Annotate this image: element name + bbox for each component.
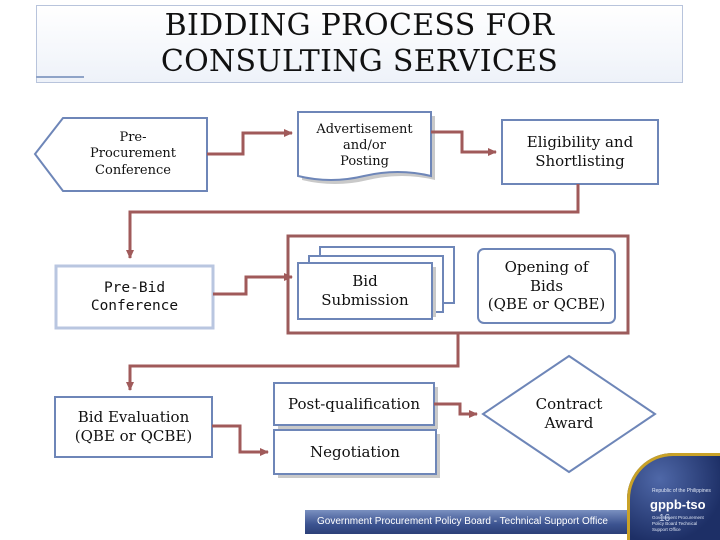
logo-subtext: Government Procurement Policy Board Tech… — [652, 515, 704, 532]
connector-postqual-to-award — [434, 402, 478, 418]
logo-ring — [627, 453, 720, 540]
opening-of-bids-label: Opening of Bids (QBE or QCBE) — [487, 257, 606, 314]
footer-bar: Government Procurement Policy Board - Te… — [305, 510, 635, 534]
connector-preproc-to-advert — [207, 129, 293, 156]
connector-prebid-to-submission — [213, 273, 293, 296]
page-number: 16 — [659, 513, 671, 524]
opening-of-bids-shape — [477, 248, 616, 324]
contract-award-label: Contract Award — [535, 395, 603, 432]
logo-top-text: Republic of the Philippines — [652, 488, 711, 494]
title-line-1: BIDDING PROCESS FOR — [164, 8, 555, 43]
connector-advert-to-eligibility — [431, 130, 497, 156]
pre-procurement-shape — [33, 117, 208, 192]
connector-eligibility-to-prebid — [126, 184, 580, 259]
bid-submission-shape — [297, 262, 433, 320]
pre-bid-shape — [54, 264, 215, 330]
title-banner — [36, 5, 683, 83]
negotiation-label: Negotiation — [310, 442, 400, 461]
bid-evaluation-label: Bid Evaluation (QBE or QCBE) — [74, 408, 193, 445]
negotiation-shape — [273, 429, 437, 475]
pre-bid-label: Pre-Bid Conference — [90, 279, 179, 314]
post-qualification-label: Post-qualification — [288, 394, 420, 413]
eligibility-label: Eligibility and Shortlisting — [526, 133, 634, 170]
advertisement-shape — [297, 111, 432, 181]
bid-submission-label: Bid Submission — [321, 272, 409, 309]
advertisement-label: Advertisement and/or Posting — [316, 121, 413, 170]
contract-award-shape — [481, 354, 657, 474]
connector-evaluation-to-negotiation — [212, 424, 269, 456]
logo-brand-text: gppb-tso — [650, 497, 706, 512]
connector-group-to-evaluation — [126, 333, 460, 391]
eligibility-shape — [501, 119, 659, 185]
bid-evaluation-shape — [54, 396, 213, 458]
title-accent-line — [36, 76, 84, 78]
title-line-2: CONSULTING SERVICES — [160, 44, 559, 79]
pre-procurement-label: Pre- Procurement Conference — [90, 130, 176, 178]
